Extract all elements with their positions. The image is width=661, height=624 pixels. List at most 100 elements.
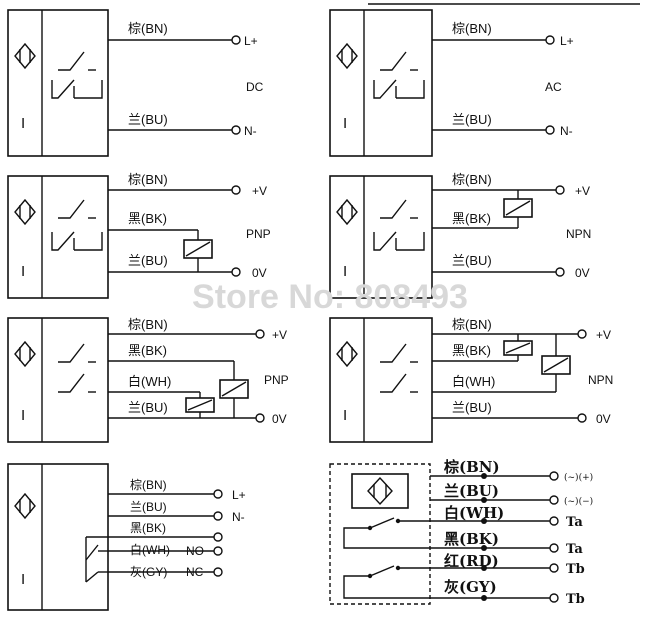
- terminal: [545, 125, 555, 135]
- sensor-face-icon: [336, 340, 358, 368]
- terminal-label-zero-v: 0V: [252, 266, 267, 280]
- relay-contact-ta-icon: [343, 517, 424, 549]
- sensor-body: [7, 317, 109, 443]
- terminal: [549, 516, 559, 526]
- terminal-label-ac-plus: (~)(+): [564, 472, 593, 483]
- switch-nc-icon: [58, 373, 96, 393]
- sensor-face-icon: [14, 340, 36, 368]
- wire-label-bk: 黑(BK): [130, 521, 166, 535]
- terminal: [577, 329, 587, 339]
- sensor-body: [7, 9, 109, 157]
- wire-label-bn: 棕(BN): [452, 317, 492, 332]
- sensor-face-icon: [336, 42, 358, 70]
- sensor-face-icon: [14, 42, 36, 70]
- switch-no-nc-icon: [51, 51, 103, 99]
- panel-dc-2wire: I 棕(BN) 兰(BU) L+ N- DC: [7, 9, 264, 157]
- wire-label-bu: 兰(BU): [444, 482, 499, 500]
- terminal: [549, 543, 559, 553]
- wire-label-gy: 灰(GY): [444, 578, 497, 596]
- panel-pnp-4wire: I 棕(BN) 黑(BK) 白(WH) 兰(BU) +V 0V PNP: [7, 317, 289, 443]
- terminal: [555, 267, 565, 277]
- terminal-label-plus-v: +V: [252, 184, 267, 198]
- supply-type-pnp: PNP: [246, 227, 271, 241]
- sensor-body: [7, 175, 109, 299]
- sensor-body: [329, 9, 433, 157]
- sensor-mark: I: [343, 407, 347, 424]
- sensor-mark: I: [21, 115, 25, 132]
- terminal: [231, 267, 241, 277]
- wire-label-rd: 红(RD): [444, 552, 499, 570]
- wire-label-bu: 兰(BU): [128, 253, 168, 268]
- terminal: [545, 35, 555, 45]
- supply-type-dc: DC: [246, 80, 264, 94]
- changeover-contact-icon: [85, 537, 108, 583]
- panel-5wire-no-nc: I 棕(BN) 兰(BU) 黑(BK) 白(WH) 灰(GY) L+ N- NO…: [7, 463, 246, 611]
- terminal: [549, 471, 559, 481]
- wire-label-bu: 兰(BU): [452, 112, 492, 127]
- switch-no-nc-icon: [373, 199, 425, 251]
- sensor-mark: I: [21, 571, 25, 588]
- terminal-label-ta: Ta: [566, 542, 583, 557]
- terminal: [549, 593, 559, 603]
- wire-label-gy: 灰(GY): [130, 565, 167, 579]
- wire-label-bk: 黑(BK): [444, 530, 499, 548]
- terminal: [549, 563, 559, 573]
- sensor-face-icon: [14, 492, 36, 520]
- terminal: [549, 495, 559, 505]
- terminal: [255, 413, 265, 423]
- wire-label-bn: 棕(BN): [128, 21, 168, 36]
- terminal: [213, 511, 223, 521]
- terminal-label-zero-v: 0V: [575, 266, 590, 280]
- terminal-label-n-minus: N-: [232, 510, 245, 524]
- supply-type-npn: NPN: [588, 373, 613, 387]
- terminal: [231, 185, 241, 195]
- terminal: [213, 567, 223, 577]
- panel-npn-3wire: I 棕(BN) 黑(BK) 兰(BU) +V 0V NPN: [329, 172, 591, 299]
- terminal-label-no: NO: [186, 544, 204, 558]
- sensor-body-outline: [329, 463, 431, 605]
- wire-label-bk: 黑(BK): [452, 211, 491, 226]
- panel-6wire-relay: 棕(BN) 兰(BU) 白(WH) 黑(BK) 红(RD) 灰(GY) (~)(…: [329, 458, 593, 607]
- wire-label-bu: 兰(BU): [130, 500, 167, 514]
- wire-label-bn: 棕(BN): [128, 317, 168, 332]
- panel-npn-4wire: I 棕(BN) 黑(BK) 白(WH) 兰(BU) +V 0V NPN: [329, 317, 613, 443]
- wire-label-bn: 棕(BN): [444, 458, 500, 476]
- supply-type-ac: AC: [545, 80, 562, 94]
- terminal-label-tb: Tb: [566, 562, 585, 577]
- panel-pnp-3wire: I 棕(BN) 黑(BK) 兰(BU) +V 0V PNP: [7, 172, 271, 299]
- sensor-mark: I: [21, 263, 25, 280]
- sensor-face-icon: [14, 198, 36, 226]
- sensor-face-icon: [367, 476, 393, 506]
- switch-nc-icon: [380, 373, 418, 393]
- sensor-mark: I: [21, 407, 25, 424]
- terminal: [213, 532, 223, 542]
- sensor-body: [329, 175, 433, 299]
- wire-label-bu: 兰(BU): [128, 112, 168, 127]
- terminal-label-plus-v: +V: [575, 184, 590, 198]
- sensor-head: [351, 473, 409, 509]
- switch-no-nc-icon: [373, 51, 425, 99]
- terminal-label-zero-v: 0V: [596, 412, 611, 426]
- wire-label-wh: 白(WH): [128, 374, 171, 389]
- terminal-label-n-minus: N-: [244, 124, 257, 138]
- wire-label-wh: 白(WH): [130, 542, 170, 557]
- terminal-label-zero-v: 0V: [272, 412, 287, 426]
- wire-label-bn: 棕(BN): [452, 172, 492, 187]
- switch-no-nc-icon: [51, 199, 103, 251]
- terminal-label-nc: NC: [186, 565, 204, 579]
- wire-label-bu: 兰(BU): [452, 400, 492, 415]
- supply-type-pnp: PNP: [264, 373, 289, 387]
- terminal-label-ac-minus: (~)(−): [564, 496, 593, 507]
- terminal-label-l-plus: L+: [244, 34, 258, 48]
- wire-label-bu: 兰(BU): [128, 400, 168, 415]
- panel-ac-2wire: I 棕(BN) 兰(BU) L+ N- AC: [329, 3, 640, 157]
- terminal-label-l-plus: L+: [560, 34, 574, 48]
- sensor-mark: I: [343, 115, 347, 132]
- relay-contact-tb-icon: [343, 565, 424, 599]
- terminal-label-l-plus: L+: [232, 488, 246, 502]
- supply-type-npn: NPN: [566, 227, 591, 241]
- switch-no-icon: [380, 343, 418, 363]
- store-watermark: Store No: 808493: [192, 278, 468, 316]
- terminal: [231, 35, 241, 45]
